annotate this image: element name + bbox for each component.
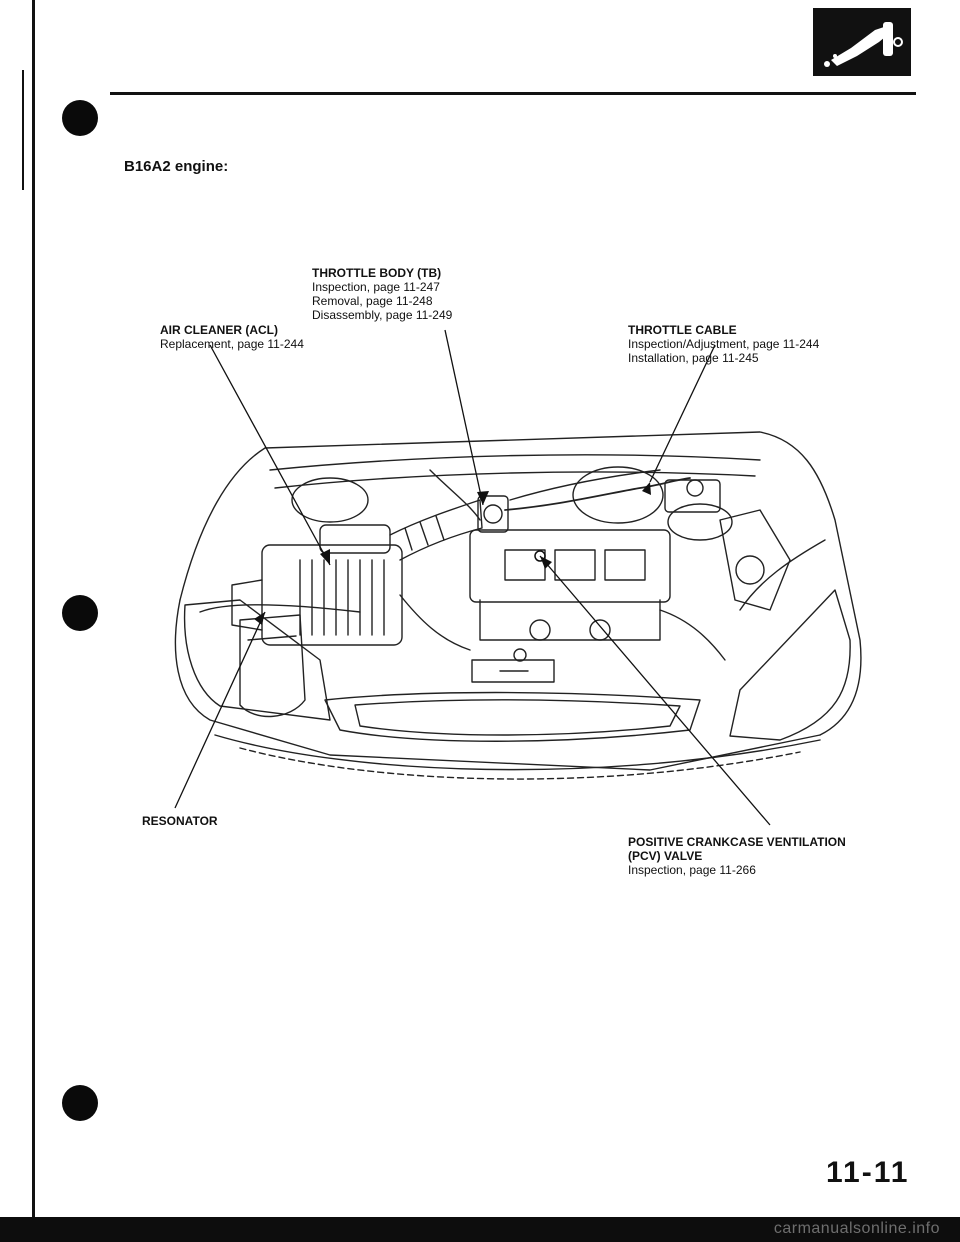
callout-line: Inspection/Adjustment, page 11-244 <box>628 337 820 351</box>
callout-heading: RESONATOR <box>142 814 218 828</box>
callout-heading: THROTTLE CABLE <box>628 323 737 337</box>
binder-margin-line-short <box>22 70 24 190</box>
callout-throttle-cable: THROTTLE CABLE Inspection/Adjustment, pa… <box>628 323 819 365</box>
callout-heading: POSITIVE CRANKCASE VENTILATION (PCV) VAL… <box>628 835 846 863</box>
callout-resonator: RESONATOR <box>142 814 218 828</box>
binder-hole <box>62 100 98 136</box>
footer-watermark: carmanualsonline.info <box>773 1220 940 1237</box>
footer-bar <box>0 1217 960 1242</box>
callout-heading: AIR CLEANER (ACL) <box>160 323 278 337</box>
callout-pcv-valve: POSITIVE CRANKCASE VENTILATION (PCV) VAL… <box>628 835 858 877</box>
header-rule <box>110 92 916 95</box>
fuel-nozzle-icon <box>824 22 903 67</box>
callout-throttle-body: THROTTLE BODY (TB) Inspection, page 11-2… <box>312 266 452 322</box>
section-title: B16A2 engine: <box>124 158 229 175</box>
callout-air-cleaner: AIR CLEANER (ACL) Replacement, page 11-2… <box>160 323 304 351</box>
callout-line: Installation, page 11-245 <box>628 351 759 365</box>
page-number: 11-11 <box>826 1156 910 1189</box>
binder-hole <box>62 595 98 631</box>
callout-line: Disassembly, page 11-249 <box>312 308 453 322</box>
callout-line: Inspection, page 11-266 <box>628 863 756 877</box>
section-logo <box>813 8 911 76</box>
callout-heading: THROTTLE BODY (TB) <box>312 266 442 280</box>
callout-line: Removal, page 11-248 <box>312 294 433 308</box>
callout-line: Inspection, page 11-247 <box>312 280 440 294</box>
callout-line: Replacement, page 11-244 <box>160 337 304 351</box>
binder-margin-line <box>32 0 35 1242</box>
binder-hole <box>62 1085 98 1121</box>
